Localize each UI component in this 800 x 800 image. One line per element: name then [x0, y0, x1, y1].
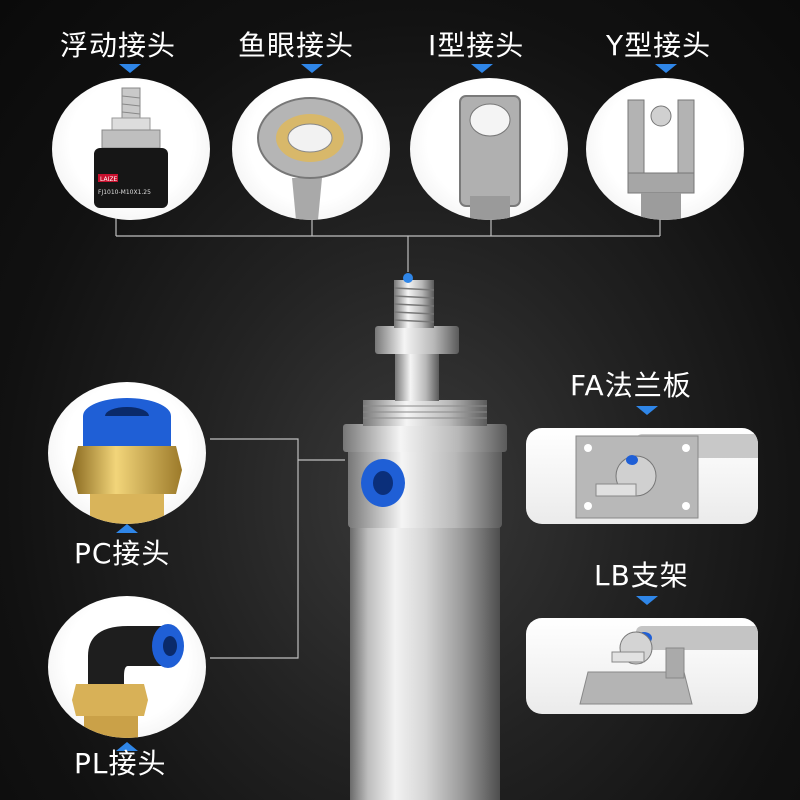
- up-arrow-icon: [116, 742, 138, 751]
- i-type-clevis-icon: [410, 78, 568, 220]
- down-arrow-icon: [636, 406, 658, 415]
- mount-label-flange: FA法兰板: [570, 369, 692, 402]
- mount-label-bracket: LB支架: [594, 559, 689, 592]
- brand-text: LAIZE: [100, 176, 117, 183]
- connector-label-floating: 浮动接头: [60, 29, 177, 62]
- connector-label-i-type: I型接头: [428, 29, 525, 62]
- connector-label-rod-end: 鱼眼接头: [238, 29, 355, 62]
- fitting-label-pl: PL接头: [74, 747, 167, 780]
- flange-plate-icon: [526, 428, 758, 524]
- fitting-label-pc: PC接头: [74, 537, 171, 570]
- down-arrow-icon: [655, 64, 677, 73]
- model-text: FJ1010-M10X1.25: [98, 189, 151, 196]
- down-arrow-icon: [636, 596, 658, 605]
- foot-bracket-icon: [526, 618, 758, 714]
- elbow-push-fitting-icon: [48, 596, 206, 738]
- connector-label-y-type: Y型接头: [606, 29, 712, 62]
- floating-joint-icon: LAIZE FJ1010-M10X1.25: [52, 78, 210, 220]
- down-arrow-icon: [471, 64, 493, 73]
- straight-push-fitting-icon: [48, 382, 206, 524]
- rod-end-eye-icon: [232, 78, 390, 220]
- up-arrow-icon: [116, 524, 138, 533]
- down-arrow-icon: [301, 64, 323, 73]
- down-arrow-icon: [119, 64, 141, 73]
- y-type-clevis-icon: [586, 78, 744, 220]
